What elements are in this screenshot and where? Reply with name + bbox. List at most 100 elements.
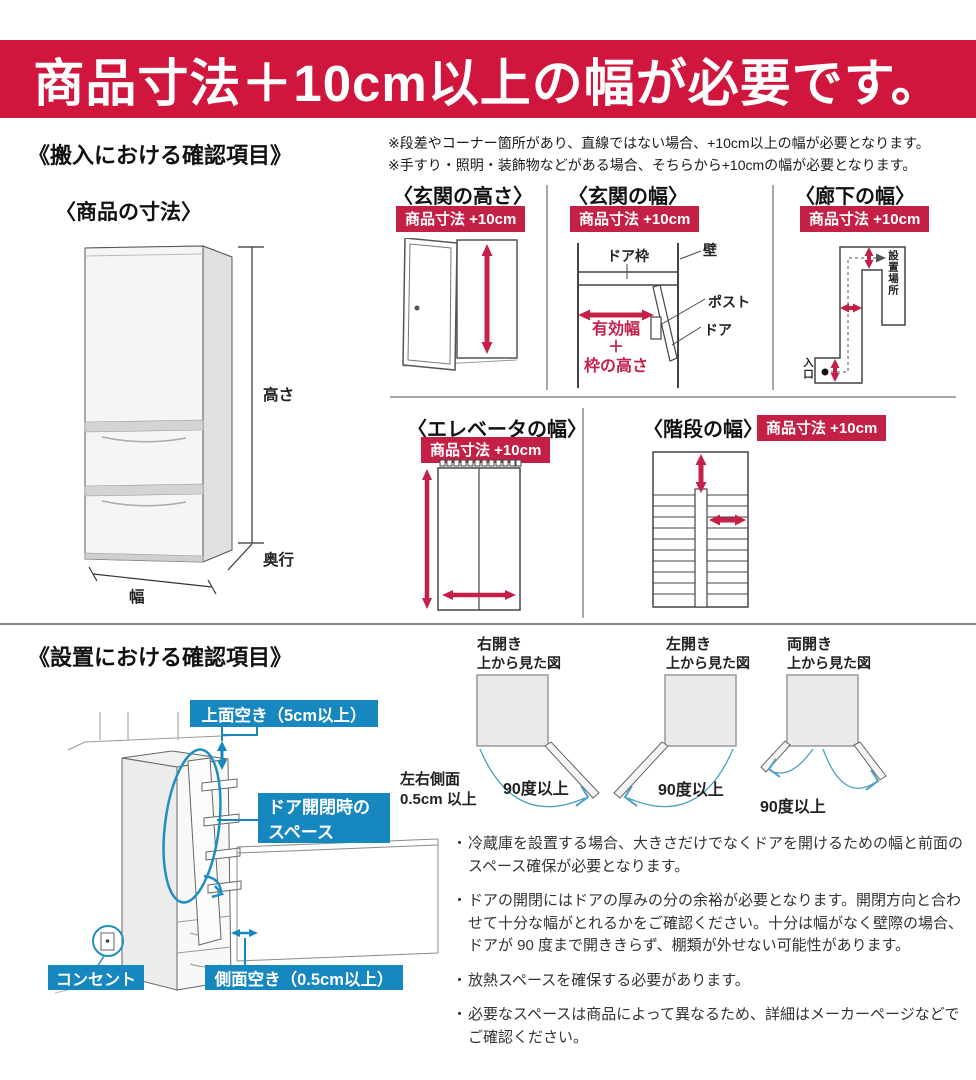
depth-dim-line	[227, 543, 253, 571]
view-both-angle: 90度以上	[760, 799, 826, 816]
top-clearance-label: 上面空き（5cm以上）	[190, 700, 378, 727]
entrance-height-figure	[402, 238, 518, 371]
side-note: 左右側面 0.5cm 以上	[400, 770, 477, 811]
open-door	[652, 284, 678, 362]
divider-h1	[390, 396, 956, 398]
bullet-marker: ・	[452, 1006, 468, 1023]
door-space-line1: ドア開閉時の	[268, 798, 370, 817]
side-note-line2: 0.5cm 以上	[400, 791, 477, 809]
elevator-badge: 商品寸法 +10cm	[421, 437, 551, 463]
refrigerator-illustration	[84, 245, 264, 595]
plus-line: ＋	[607, 339, 624, 357]
door-highlight-ellipse	[162, 748, 222, 904]
top-clearance-arrow-icon	[217, 727, 258, 770]
hallway-arrows-icon	[830, 247, 874, 382]
hallway-title: 〈廊下の幅〉	[795, 186, 915, 208]
door-space-label: ドア開閉時の スペース	[258, 793, 390, 843]
product-dims-title: 〈商品の寸法〉	[55, 201, 202, 224]
section-divider	[0, 623, 976, 625]
upper-cabinet	[67, 712, 246, 751]
width-double-arrow-icon	[578, 309, 654, 321]
main-banner: 商品寸法＋10cm以上の幅が必要です。	[0, 40, 976, 118]
effective-width-line: 有効幅	[591, 321, 640, 338]
bullet-text-2: ドアの開閉にはドアの厚みの分の余裕が必要となります。開閉方向と合わせて十分な幅が…	[468, 892, 964, 954]
door-post	[650, 316, 662, 340]
view-left-figure	[613, 674, 737, 808]
note-line-1: ※段差やコーナー箇所があり、直線ではない場合、+10cm以上の幅が必要となります…	[388, 135, 930, 151]
entrance-height-badge: 商品寸法 +10cm	[396, 206, 526, 232]
bullet-text-1: 冷蔵庫を設置する場合、大きさだけでなくドアを開けるための幅と前面のスペース確保が…	[468, 835, 964, 875]
effective-width-note: 有効幅 ＋ 枠の高さ	[578, 321, 654, 376]
door-frame-label: ドア枠	[607, 248, 649, 264]
view-left-angle: 90度以上	[658, 782, 724, 799]
stairs-arrows-icon	[695, 454, 746, 526]
divider-v1	[546, 185, 548, 390]
entrance-label: 入口	[802, 357, 814, 380]
divider-v2	[772, 185, 774, 390]
bullet-marker: ・	[452, 971, 468, 989]
height-double-arrow-icon	[481, 244, 493, 354]
side-note-line1: 左右側面	[400, 771, 461, 788]
door-space-line2: スペース	[268, 823, 334, 842]
stairs-title: 〈階段の幅〉	[643, 419, 763, 441]
stairs-badge: 商品寸法 +10cm	[757, 415, 887, 441]
bullet-marker: ・	[452, 892, 468, 909]
view-right-title: 右開き	[477, 636, 523, 653]
outlet-figure	[92, 925, 124, 968]
view-both-title: 両開き	[787, 636, 833, 653]
entrance-width-figure	[577, 243, 706, 388]
carry-in-notes: ※段差やコーナー箇所があり、直線ではない場合、+10cm以上の幅が必要となります…	[388, 133, 930, 176]
carry-in-heading: 《搬入における確認項目》	[28, 143, 293, 168]
stairs-figure	[652, 451, 749, 608]
view-right-subtitle: 上から見た図	[477, 655, 561, 671]
height-dim-arrow-icon	[238, 246, 264, 544]
view-both-subtitle: 上から見た図	[787, 655, 871, 671]
placement-site-label: 設置場所	[887, 250, 899, 296]
bullet-text-4: 必要なスペースは商品によって異なるため、詳細はメーカーページなどでご確認ください…	[468, 1006, 960, 1046]
wall-label: 壁	[703, 242, 717, 258]
height-label: 高さ	[263, 387, 295, 404]
view-both-opening: 両開き 上から見た図 90度以上	[755, 636, 930, 841]
bullet-item-1: ・ 冷蔵庫を設置する場合、大きさだけでなくドアを開けるための幅と前面のスペース確…	[452, 833, 968, 878]
depth-label: 奥行	[263, 552, 295, 569]
entrance-width-title: 〈玄関の幅〉	[568, 186, 688, 208]
elevator-figure	[422, 459, 522, 611]
elevator-title: 〈エレベータの幅〉	[407, 419, 587, 441]
bullet-marker: ・	[452, 835, 468, 852]
elevator-arrows-icon	[422, 469, 516, 609]
view-right-figure	[476, 674, 600, 808]
view-left-subtitle: 上から見た図	[666, 655, 750, 671]
hallway-figure	[814, 246, 906, 384]
door-swing-arrow-icon	[203, 874, 223, 893]
installation-heading: 《設置における確認項目》	[28, 645, 293, 670]
door-knob	[414, 305, 420, 311]
view-right-angle: 90度以上	[503, 781, 569, 798]
entrance-height-title: 〈玄関の高さ〉	[393, 186, 533, 208]
stairs-divider	[694, 488, 708, 608]
divider-v3	[582, 408, 584, 618]
door-label: ドア	[704, 322, 732, 338]
installation-notes: ・ 冷蔵庫を設置する場合、大きさだけでなくドアを開けるための幅と前面のスペース確…	[452, 833, 968, 1061]
view-both-figure	[760, 674, 887, 791]
elevator-track	[439, 459, 522, 467]
bullet-text-3: 放熱スペースを確保する必要があります。	[468, 971, 750, 989]
frame-height-line: 枠の高さ	[583, 357, 648, 375]
view-left-opening: 左開き 上から見た図 90度以上	[605, 636, 765, 836]
bullet-item-2: ・ ドアの開閉にはドアの厚みの分の余裕が必要となります。開閉方向と合わせて十分な…	[452, 890, 968, 958]
note-line-2: ※手すり・照明・装飾物などがある場合、そちらから+10cmの幅が必要となります。	[388, 156, 917, 173]
side-clearance-label: 側面空き（0.5cm以上）	[205, 965, 403, 990]
stair-steps	[653, 505, 748, 595]
view-left-title: 左開き	[666, 636, 712, 653]
bullet-item-4: ・ 必要なスペースは商品によって異なるため、詳細はメーカーページなどでご確認くだ…	[452, 1004, 968, 1049]
width-dim-line	[88, 566, 217, 595]
side-clearance-arrow-icon	[231, 929, 258, 967]
post-label: ポスト	[708, 294, 750, 310]
main-banner-text: 商品寸法＋10cm以上の幅が必要です。	[33, 55, 943, 112]
kitchen-counter	[236, 838, 439, 962]
open-fridge-door	[187, 757, 222, 946]
hallway-badge: 商品寸法 +10cm	[800, 206, 930, 232]
width-label: 幅	[129, 589, 145, 606]
view-right-opening: 右開き 上から見た図 90度以上	[460, 636, 610, 836]
outlet-label: コンセント	[48, 965, 144, 990]
